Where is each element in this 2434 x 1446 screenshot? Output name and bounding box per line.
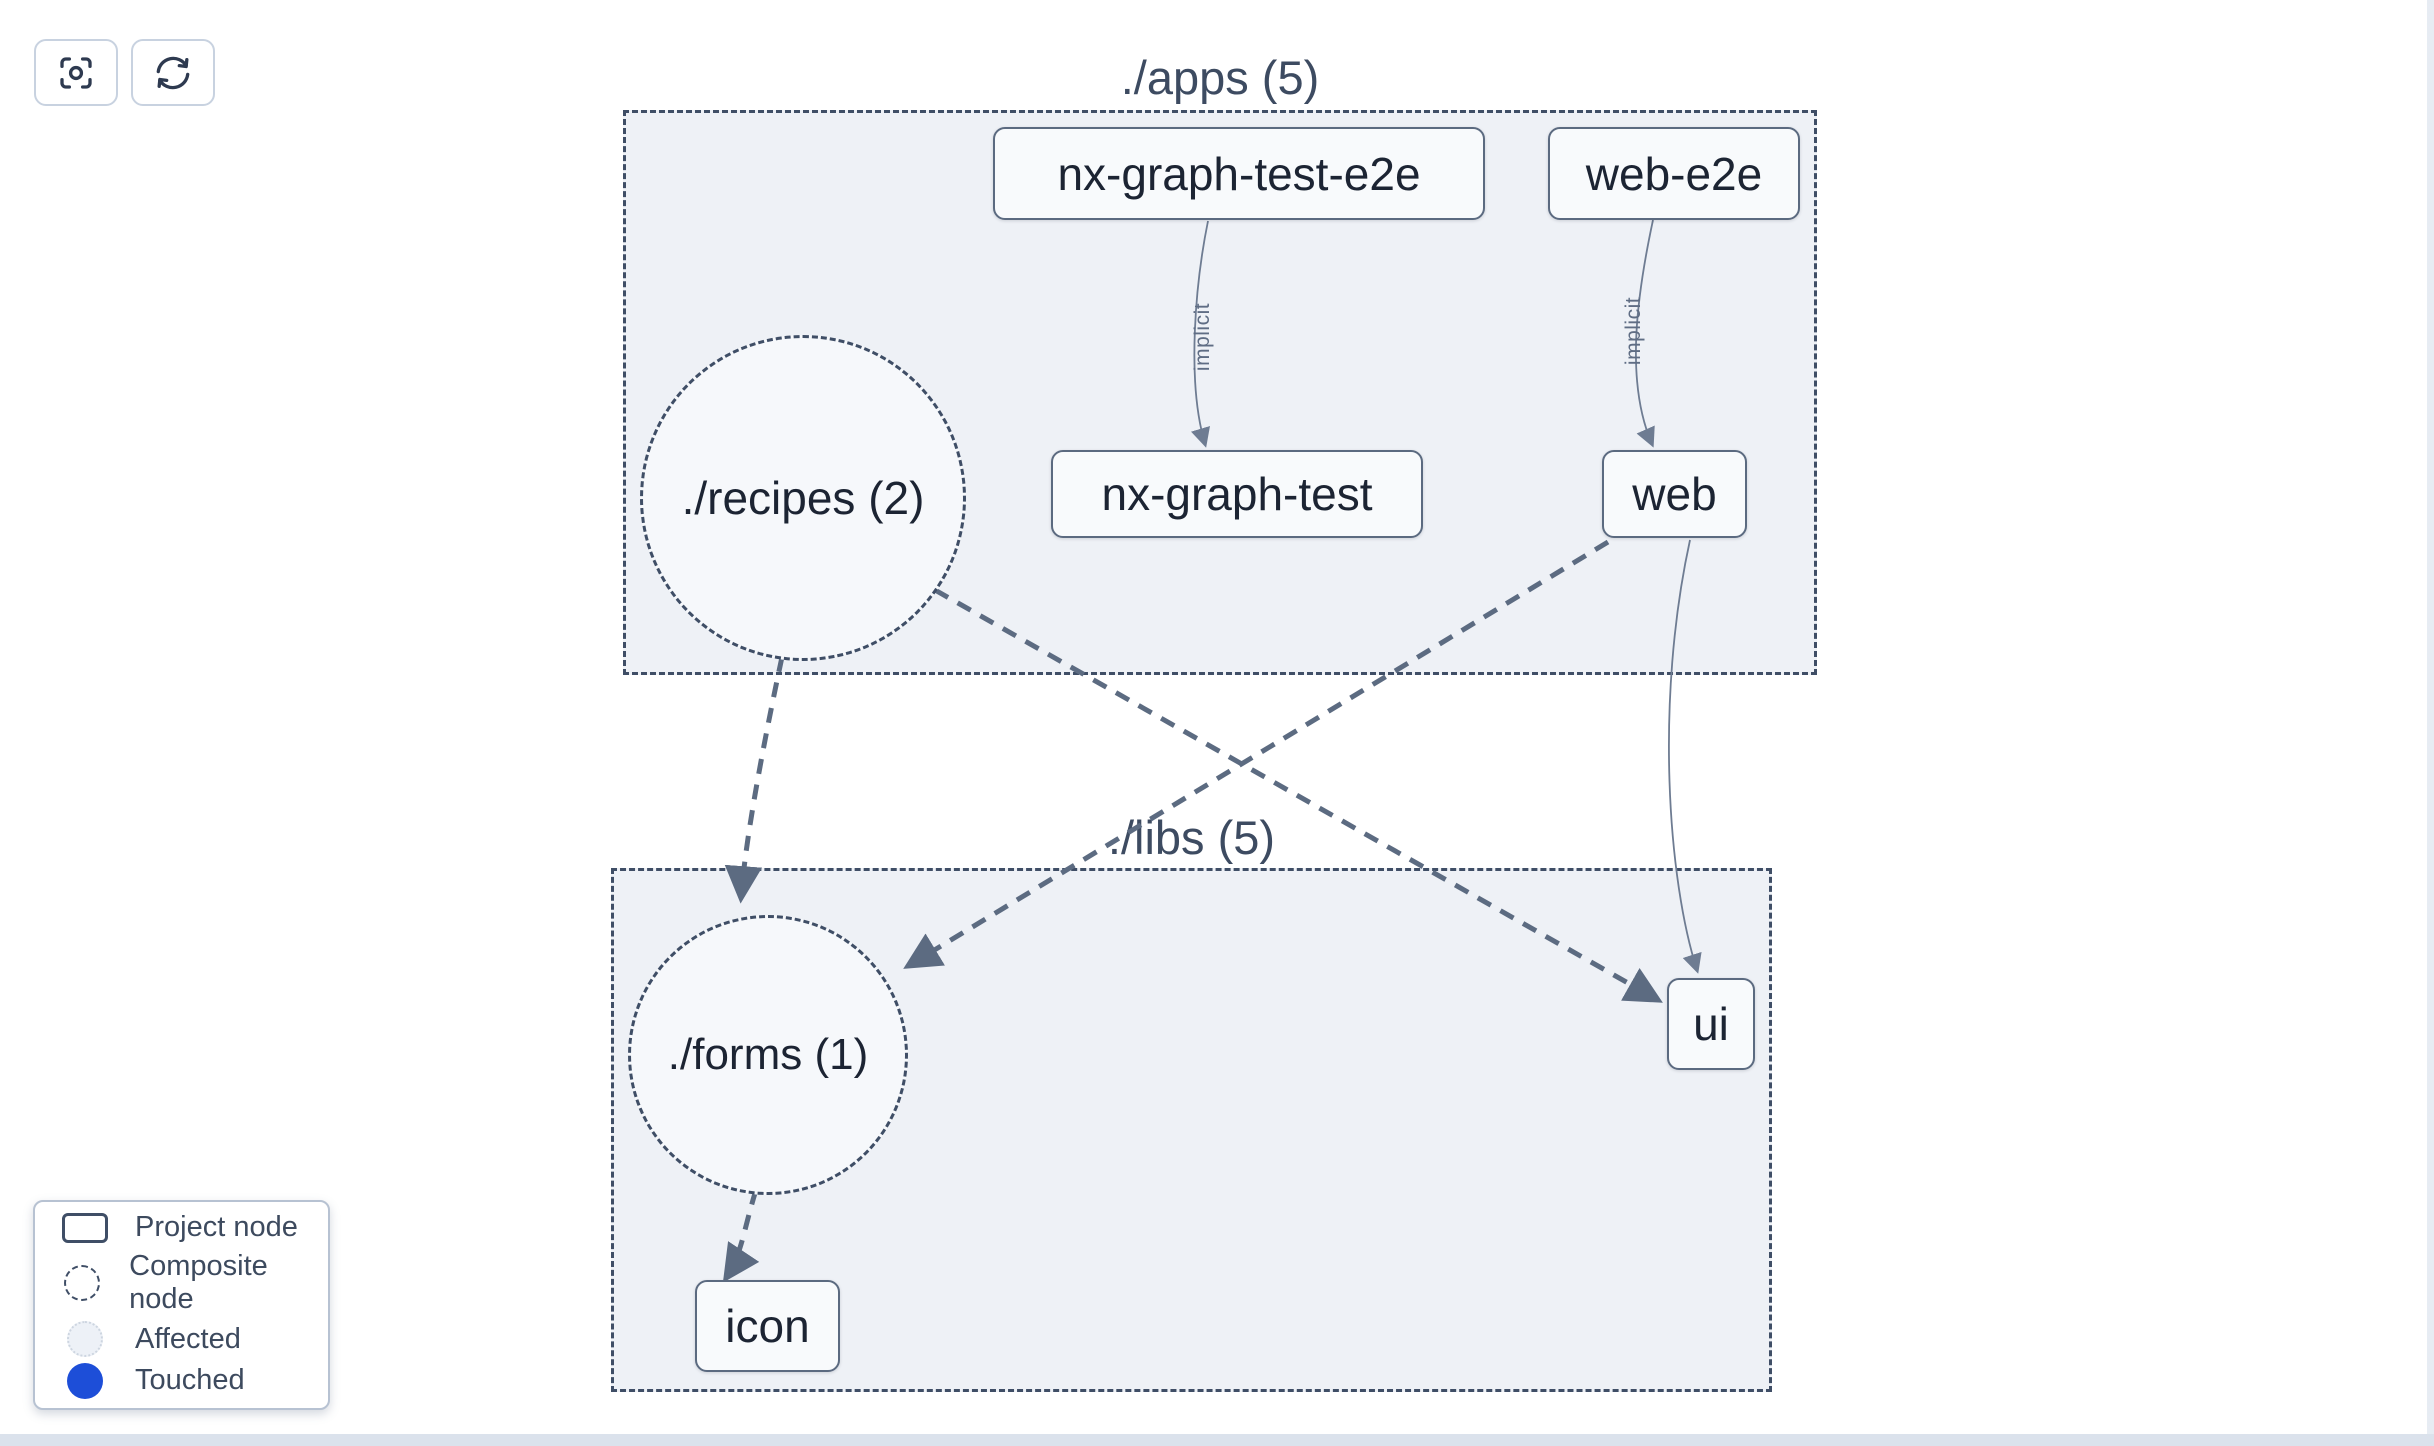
affected-swatch [67,1321,103,1358]
legend-item-label: Touched [135,1364,245,1397]
legend-item-label: Composite node [129,1249,268,1315]
project-node-nx-graph-test[interactable]: nx-graph-test [1051,450,1423,538]
composite-node-recipes-label: ./recipes (2) [681,472,925,524]
composite-node-forms[interactable]: ./forms (1) [628,915,908,1195]
refresh-icon [152,52,194,94]
legend-item-project-node: Project node [35,1211,328,1244]
project-node-label: nx-graph-test [1101,468,1373,520]
project-node-web-e2e[interactable]: web-e2e [1548,127,1800,220]
canvas-bottom-edge [0,1434,2434,1446]
group-libs-label[interactable]: ./libs (5) [1107,811,1276,864]
touched-swatch [67,1362,103,1399]
edge-label-implicit-nx-graph-test: implicit [1191,302,1214,372]
refresh-button[interactable] [131,39,215,106]
project-node-swatch [62,1212,108,1243]
canvas-right-edge [2427,0,2434,1446]
project-node-icon[interactable]: icon [695,1280,840,1372]
project-node-nx-graph-test-e2e[interactable]: nx-graph-test-e2e [993,127,1485,220]
focus-button[interactable] [34,39,118,106]
edge-label-implicit-web: implicit [1622,296,1645,366]
focus-target-icon [55,52,97,94]
project-node-label: nx-graph-test-e2e [1057,147,1421,200]
legend-item-touched: Touched [35,1362,328,1399]
project-node-label: icon [725,1300,810,1352]
group-apps-label[interactable]: ./apps (5) [1120,51,1320,104]
legend: Project node Composite node Affected Tou… [33,1200,330,1410]
project-node-label: web-e2e [1585,147,1763,200]
composite-node-forms-label: ./forms (1) [667,1030,869,1079]
composite-node-swatch [64,1264,101,1301]
project-node-web[interactable]: web [1602,450,1747,538]
composite-node-recipes[interactable]: ./recipes (2) [640,335,966,661]
legend-item-affected: Affected [35,1321,328,1358]
legend-item-label: Affected [135,1322,241,1355]
project-node-ui[interactable]: ui [1667,978,1755,1070]
legend-item-label: Project node [135,1211,298,1244]
project-node-label: web [1632,468,1717,520]
legend-item-composite-node: Composite node [35,1250,328,1316]
project-node-label: ui [1693,998,1729,1050]
